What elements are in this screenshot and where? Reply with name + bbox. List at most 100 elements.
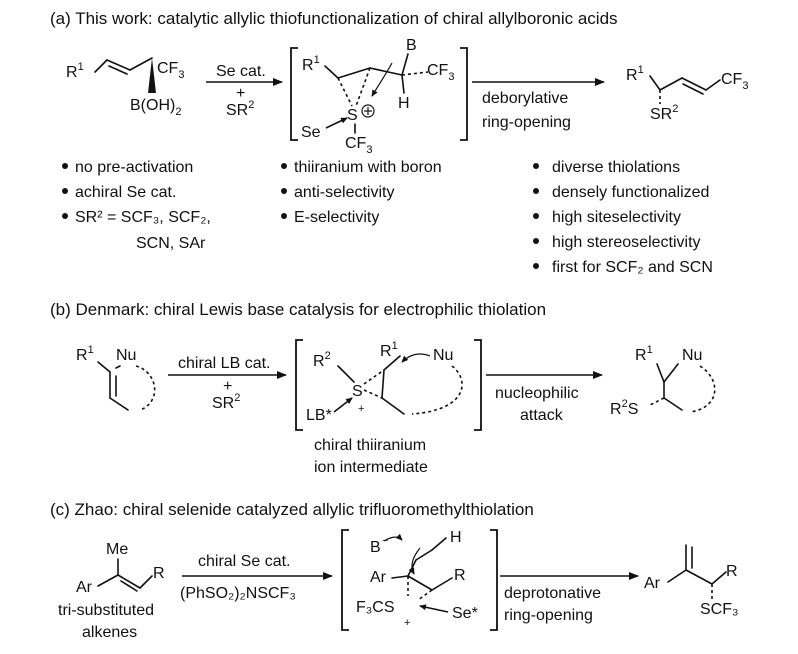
bond [667, 569, 687, 583]
positive-charge-icon [361, 104, 375, 118]
arrow-label-chiral-se: chiral Se cat. [198, 553, 290, 570]
cf3-label: CF3 [721, 71, 748, 92]
reactant-caption-line2: alkenes [82, 624, 137, 641]
bond [407, 559, 417, 577]
bullet-dot [281, 213, 287, 219]
arrow-label-deborylative: deborylative [482, 90, 568, 107]
nu-label: Nu [682, 347, 702, 364]
bond [129, 57, 153, 71]
panel-a-reactant: R1 CF3 B(OH)2 [66, 57, 184, 118]
nucleophile-arrow [401, 353, 431, 363]
tether-dotted [135, 365, 156, 411]
panel-a: (a) This work: catalytic allylic thiofun… [50, 9, 748, 276]
ring-bond [363, 389, 383, 399]
bullet-dot [62, 188, 68, 194]
bullet-dot [533, 238, 539, 244]
bullet-item: diverse thiolations [552, 159, 680, 176]
tether-dotted [411, 365, 463, 415]
bond [97, 361, 111, 373]
bond [415, 549, 433, 561]
bullet-dot [62, 213, 68, 219]
panel-c-reactant: Me Ar R [76, 541, 165, 596]
boronic-acid-label: B(OH)2 [130, 97, 181, 118]
negative-charge: − [382, 535, 388, 547]
intermediate-caption-line1: chiral thiiranium [314, 437, 426, 454]
arrow-label-ring-opening: ring-opening [504, 607, 593, 624]
bullet-dot [281, 188, 287, 194]
bullet-dot [62, 163, 68, 169]
panel-b-intermediate: R2 R1 Nu S + LB* [295, 339, 482, 431]
panel-a-intermediate: R1 B CF3 H S Se CF3 [290, 37, 468, 156]
lb-s-arrow [333, 397, 353, 413]
sulfur-label: S [347, 107, 358, 124]
panel-b-header: (b) Denmark: chiral Lewis base catalysis… [50, 300, 546, 319]
bullet-dot [533, 213, 539, 219]
electron-pushing-arrow [408, 547, 421, 575]
plus-sign: + [236, 85, 245, 102]
r1-label: R1 [76, 344, 94, 364]
scf3-label: SCF₃ [700, 601, 739, 618]
se-star-label: Se* [452, 605, 478, 622]
bullet-item: anti-selectivity [294, 184, 394, 201]
r2s-label: R2S [610, 398, 638, 418]
r2-label: R2 [313, 350, 331, 370]
reagent-sr2: SR2 [212, 392, 240, 412]
sulfur-label: S [352, 383, 363, 400]
r1-label: R1 [626, 64, 644, 84]
sr2-label: SR2 [650, 103, 678, 123]
bond [324, 65, 339, 79]
bond [663, 397, 683, 411]
r-label: R [454, 567, 466, 584]
bond [139, 575, 153, 589]
double-bond-inner [120, 580, 138, 592]
bullet-item: achiral Se cat. [75, 184, 176, 201]
bond [685, 569, 713, 585]
se-label: Se [301, 124, 321, 141]
bracket-left [295, 339, 303, 431]
ar-label: Ar [644, 575, 661, 592]
boron-label: B [406, 37, 417, 54]
electron-pushing-arrow [371, 62, 393, 97]
deprotonation-arrow [383, 533, 403, 542]
se-s-arrow [325, 117, 348, 129]
me-label: Me [106, 541, 128, 558]
bullet-dot [533, 263, 539, 269]
bond-to-nu [115, 365, 121, 369]
bullet-item: thiiranium with boron [294, 159, 442, 176]
c-h-bond [431, 537, 447, 551]
h-label: H [450, 529, 462, 546]
bond [94, 59, 108, 73]
bracket-right [460, 47, 468, 141]
bond [381, 397, 405, 415]
ring-bond [337, 67, 371, 79]
bullet-item: SR² = SCF₃, SCF₂, [75, 209, 211, 226]
panel-c: (c) Zhao: chiral selenide catalyzed ally… [50, 500, 739, 641]
ar-label: Ar [76, 579, 93, 596]
bond [649, 75, 661, 91]
bond [711, 571, 727, 585]
panel-c-product: Ar R SCF₃ [644, 544, 739, 618]
bullet-item: no pre-activation [75, 159, 193, 176]
c-b-bond [401, 53, 409, 76]
bond [109, 397, 129, 411]
positive-charge: + [358, 403, 364, 415]
cf3b-label: CF3 [345, 135, 372, 156]
h-label: H [398, 95, 410, 112]
bullet-item: densely functionalized [552, 184, 709, 201]
ring-bond [407, 575, 433, 591]
double-bond [681, 77, 707, 91]
reactant-caption-line1: tri-substituted [58, 602, 154, 619]
panel-b-reactant: R1 Nu [76, 344, 156, 411]
panel-c-intermediate: B − H Ar R F₃CS + Se* [341, 529, 498, 631]
bullet-item: first for SCF₂ and SCN [552, 259, 713, 276]
r-label: R [726, 563, 738, 580]
cf3-label: CF3 [157, 60, 184, 81]
bullet-item: high stereoselectivity [552, 234, 701, 251]
ring-bond [381, 369, 385, 399]
nu-label: Nu [116, 347, 136, 364]
reagent-label: (PhSO₂)₂NSCF₃ [180, 585, 296, 602]
arrow-label-deprotonative: deprotonative [504, 585, 601, 602]
panel-a-product: R1 SR2 CF3 [626, 64, 748, 123]
panel-a-bullets: no pre-activation achiral Se cat. SR² = … [62, 159, 713, 276]
